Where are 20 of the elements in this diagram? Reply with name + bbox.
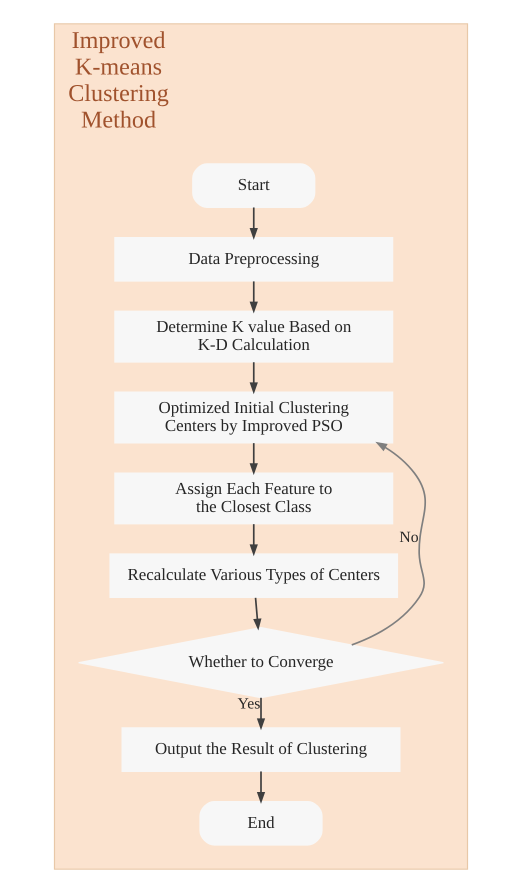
edge-label: Yes <box>238 695 260 712</box>
node-box: Assign Each Feature to the Closest Class <box>114 472 394 524</box>
node-box: Optimized Initial Clustering Centers by Improved PSO <box>114 391 394 443</box>
arrow <box>250 524 258 556</box>
edge-label: No <box>399 528 419 546</box>
node-box: Recalculate Various Types of Centers <box>109 552 398 598</box>
arrow <box>250 442 258 475</box>
node-box: Determine K value Based on K-D Calculation <box>114 310 394 362</box>
node-box: End <box>199 800 323 846</box>
node-box: Start <box>192 162 316 208</box>
node-diamond: Whether to Converge <box>78 626 444 698</box>
arrow <box>256 770 266 804</box>
node-box: Data Preprocessing <box>114 236 394 282</box>
arrow <box>250 280 258 313</box>
arrow <box>250 206 258 240</box>
arrow <box>250 362 258 394</box>
arrow <box>253 597 262 630</box>
node-box: Output the Result of Clustering <box>122 726 400 772</box>
arrow <box>256 697 266 730</box>
arrow <box>351 441 426 646</box>
